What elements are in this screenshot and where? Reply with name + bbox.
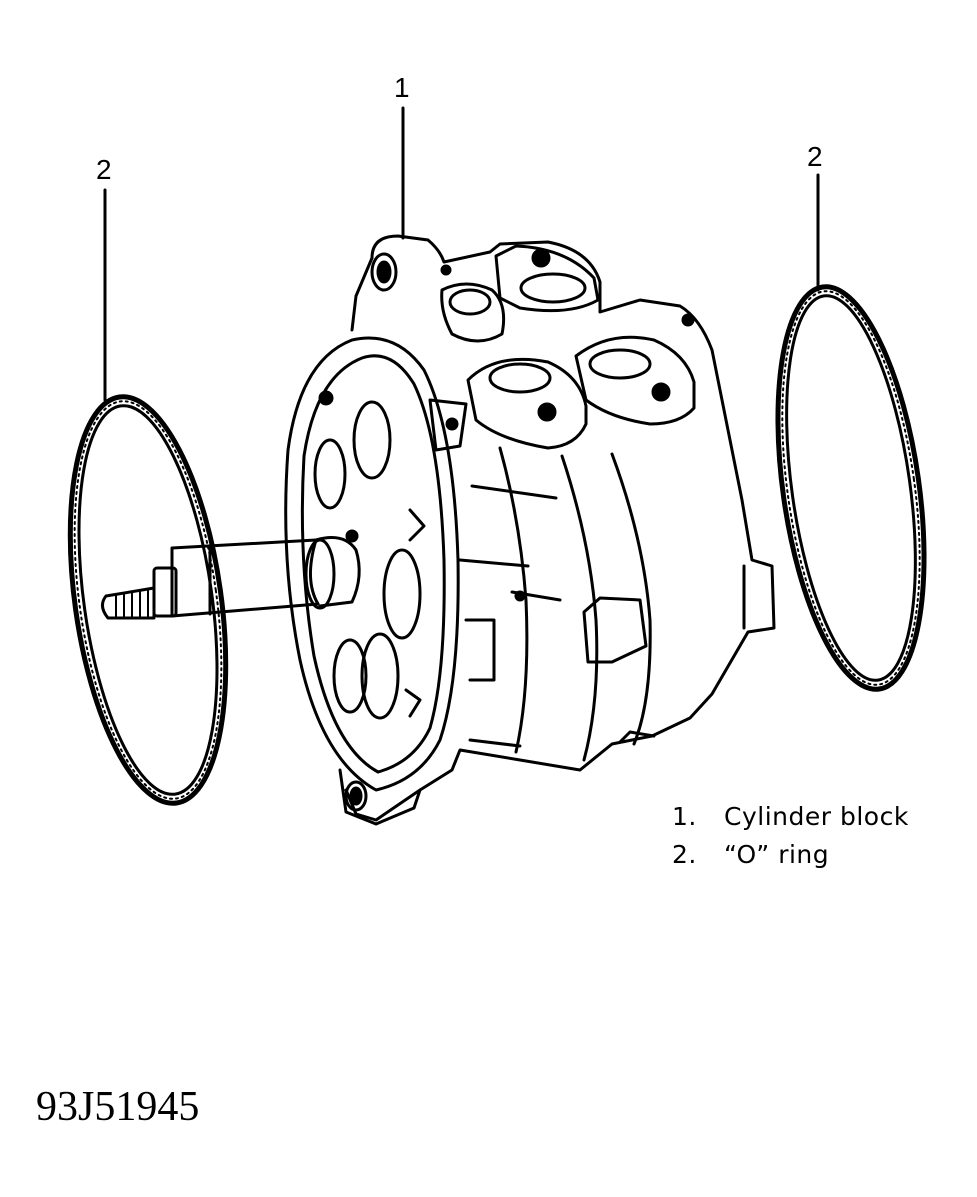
legend-item-number: 1. — [672, 801, 697, 831]
figure-id: 93J51945 — [36, 1084, 200, 1130]
legend-item-number: 2. — [672, 839, 697, 869]
callout-number-2-left: 2 — [96, 154, 112, 185]
cylinder-block — [101, 234, 776, 826]
legend-item-label: “O” ring — [724, 839, 830, 869]
callout-number-1: 1 — [394, 72, 410, 103]
o-ring-left — [67, 394, 229, 806]
legend-item: 2. “O” ring — [672, 835, 909, 873]
o-ring-right — [775, 284, 927, 692]
legend-item-label: Cylinder block — [724, 801, 909, 831]
parts-legend: 1. Cylinder block 2. “O” ring — [672, 797, 909, 873]
callout-number-2-right: 2 — [807, 141, 823, 172]
legend-item: 1. Cylinder block — [672, 797, 909, 835]
